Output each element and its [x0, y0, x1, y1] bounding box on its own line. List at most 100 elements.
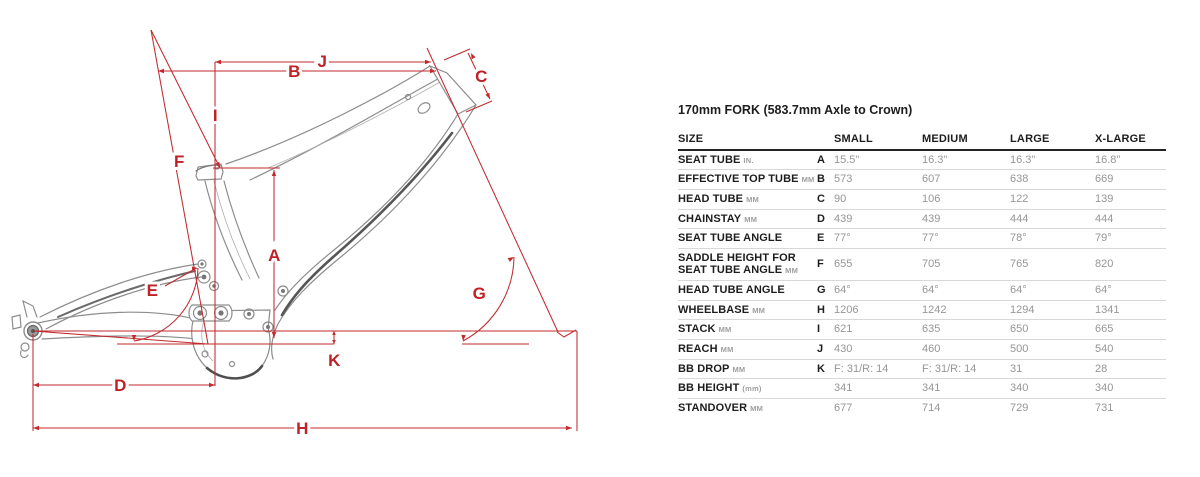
- dimension-labels: A B C D E F G H I J K: [111, 49, 491, 441]
- row-unit: MM: [744, 214, 758, 224]
- row-letter: F: [817, 258, 824, 271]
- seat-stay-lower: [45, 276, 202, 330]
- cell-value: 1206: [834, 303, 859, 316]
- cell-value: 340: [1010, 382, 1029, 395]
- cable-port: [417, 102, 431, 114]
- dropout-hook-pivot: [20, 342, 30, 352]
- frame-geometry-diagram: A B C D E F G H I J K: [11, 29, 578, 441]
- bike-frame-drawing: [11, 64, 477, 380]
- dim-label-D: D: [114, 376, 126, 395]
- dim-label-C: C: [475, 67, 487, 86]
- cell-value: 669: [1095, 173, 1114, 186]
- table-row-bb-height: BB HEIGHT(mm) 341 341 340 340: [678, 378, 1166, 399]
- cell-value: 15.5": [834, 153, 860, 166]
- cell-value: 64°: [1095, 284, 1112, 297]
- row-letter: [817, 379, 834, 399]
- size-column-header: SIZE: [678, 133, 704, 145]
- dim-label-K: K: [328, 351, 341, 370]
- top-tube-lower: [249, 73, 448, 181]
- cell-value: 621: [834, 323, 853, 336]
- row-label: STANDOVER: [678, 401, 748, 414]
- cell-value: 444: [1095, 212, 1114, 225]
- row-letter: A: [817, 153, 825, 166]
- table-row-head-tube-angle: HEAD TUBE ANGLE G 64° 64° 64° 64°: [678, 280, 1166, 301]
- pivot: [277, 285, 289, 297]
- dimension-lines: [32, 29, 578, 431]
- cell-value: 139: [1095, 192, 1114, 205]
- column-header-small: SMALL: [834, 133, 873, 145]
- cell-value: 16.3": [1010, 153, 1036, 166]
- cell-value: 650: [1010, 323, 1029, 336]
- down-tube-inner: [274, 113, 459, 311]
- chain-stay-lower: [41, 335, 198, 340]
- head-tube-dim-line: [467, 52, 491, 100]
- column-header-xlarge: X-LARGE: [1095, 133, 1146, 145]
- motor-bolt: [201, 350, 209, 358]
- row-unit: MM: [732, 364, 746, 374]
- down-tube-shade: [280, 131, 454, 317]
- motor-bolt: [228, 360, 236, 368]
- row-letter: K: [817, 362, 825, 375]
- cell-value: 78°: [1010, 232, 1027, 245]
- row-label: SEAT TUBE: [678, 153, 741, 166]
- pivot-dot: [200, 262, 204, 266]
- seat-angle-pointer: [164, 269, 194, 287]
- seat-tube-left: [204, 180, 243, 281]
- seat-stay-upper: [39, 263, 199, 318]
- row-unit: (mm): [742, 384, 762, 394]
- cell-value: 540: [1095, 343, 1114, 356]
- pivot: [197, 259, 207, 269]
- cell-value: 1294: [1010, 303, 1035, 316]
- top-tube-inner: [267, 81, 441, 169]
- cell-value: 635: [922, 323, 941, 336]
- cell-value: 573: [834, 173, 853, 186]
- row-unit: IN.: [743, 155, 754, 165]
- cell-value: 341: [922, 382, 941, 395]
- cell-value: 77°: [922, 232, 939, 245]
- cell-value: 705: [922, 258, 941, 271]
- pivot: [262, 321, 274, 333]
- seat-angle-arc: [133, 267, 199, 342]
- geometry-specs-panel: 170mm FORK (583.7mm Axle to Crown) SIZE …: [678, 103, 1166, 418]
- cell-value: 340: [1095, 382, 1114, 395]
- cell-value: 28: [1095, 362, 1108, 375]
- row-letter: D: [817, 212, 825, 225]
- cell-value: 729: [1010, 401, 1029, 414]
- column-header-medium: MEDIUM: [922, 133, 968, 145]
- cell-value: 341: [834, 382, 853, 395]
- pivot: [197, 270, 211, 284]
- pivot: [243, 308, 255, 320]
- dim-label-J: J: [318, 52, 327, 71]
- head-angle-arc: [462, 256, 515, 342]
- cell-value: 444: [1010, 212, 1029, 225]
- head-tube-tick-bottom: [465, 100, 493, 113]
- link-pivot: [192, 305, 208, 321]
- pivot-dot: [266, 325, 270, 329]
- row-letter: I: [817, 323, 821, 336]
- row-unit: MM: [785, 266, 799, 276]
- lower-link: [188, 304, 233, 322]
- row-label: WHEELBASE: [678, 303, 750, 316]
- row-label: CHAINSTAY: [678, 212, 742, 225]
- cell-value: 64°: [834, 284, 851, 297]
- row-label: SEAT TUBE ANGLE: [678, 232, 783, 245]
- cell-value: 16.8": [1095, 153, 1121, 166]
- row-unit: MM: [750, 403, 764, 413]
- cell-value: 638: [1010, 173, 1029, 186]
- cell-value: 714: [922, 401, 941, 414]
- row-label: BB DROP: [678, 362, 730, 375]
- head-tube: [428, 64, 477, 115]
- cell-value: 122: [1010, 192, 1029, 205]
- dropout-fin: [22, 299, 38, 318]
- link-pivot-dot: [218, 310, 224, 316]
- row-label: STACK: [678, 323, 716, 336]
- cell-value: 79°: [1095, 232, 1112, 245]
- cell-value: 655: [834, 258, 853, 271]
- seatpost-line: [150, 29, 221, 169]
- axle-to-bb-line: [32, 330, 209, 345]
